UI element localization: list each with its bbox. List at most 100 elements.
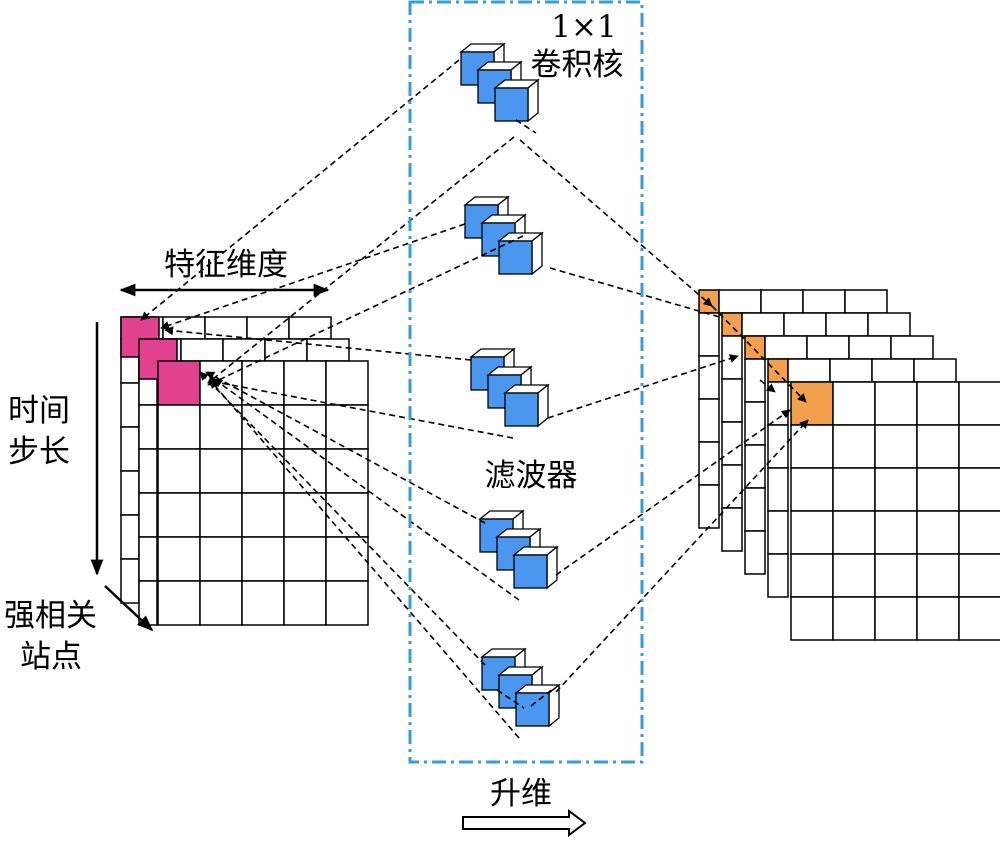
- output-cell: [744, 358, 766, 403]
- input-cell: [241, 360, 285, 406]
- output-cell: [721, 378, 743, 423]
- filter-kernel: [469, 347, 550, 428]
- output-cell: [744, 401, 766, 446]
- output-cell: [916, 553, 960, 598]
- output-cell: [767, 467, 789, 512]
- input-highlight-cell: [157, 360, 201, 406]
- input-layer-front: [157, 360, 369, 626]
- input-cell: [157, 536, 201, 582]
- filter-kernel: [480, 647, 561, 728]
- input-cell: [325, 360, 369, 406]
- filter-box: [408, 0, 644, 764]
- dashed-connection: [209, 379, 520, 739]
- input-cell: [157, 404, 201, 450]
- input-cell: [306, 338, 350, 362]
- dashed-connection: [555, 419, 809, 693]
- dashed-connection: [530, 687, 555, 707]
- input-cell: [199, 448, 243, 494]
- input-cell: [157, 448, 201, 494]
- kernel-cube: [494, 87, 529, 122]
- input-cell: [222, 338, 266, 362]
- output-cell: [874, 553, 918, 598]
- cube-side-face: [537, 383, 549, 428]
- output-cell: [698, 441, 720, 486]
- output-layer: [744, 335, 934, 575]
- output-cell: [721, 507, 743, 552]
- output-cell: [790, 596, 834, 641]
- output-cell: [744, 444, 766, 489]
- output-cell: [874, 467, 918, 512]
- dashed-connection: [199, 371, 486, 666]
- upscale-arrow: [462, 809, 587, 837]
- filter-label: 滤波器: [485, 458, 578, 494]
- input-cell: [138, 404, 158, 450]
- input-cell: [120, 514, 140, 560]
- input-cell: [199, 536, 243, 582]
- filter-kernel: [478, 509, 559, 590]
- input-cell: [241, 580, 285, 626]
- upscale-label: 升维: [490, 776, 552, 812]
- dashed-connection: [549, 267, 724, 319]
- input-cell: [120, 426, 140, 472]
- dashed-connection: [519, 139, 713, 307]
- dashed-connection: [515, 119, 537, 134]
- output-cell: [916, 424, 960, 469]
- output-cell: [721, 464, 743, 509]
- station-arrow: [104, 585, 154, 632]
- input-cell: [157, 580, 201, 626]
- dashed-connection: [207, 235, 524, 386]
- dashed-connection: [759, 379, 776, 393]
- output-cell: [790, 424, 834, 469]
- input-cell: [199, 492, 243, 538]
- output-cell: [958, 510, 1000, 555]
- feature-dim-label: 特征维度: [164, 247, 288, 283]
- output-cell: [825, 312, 869, 337]
- dashed-connection: [207, 136, 515, 384]
- input-cell: [120, 558, 140, 604]
- output-cell: [767, 553, 789, 598]
- kernel-cube: [504, 392, 539, 427]
- output-layer: [767, 358, 957, 598]
- dashed-connection: [205, 371, 486, 524]
- output-cell: [832, 553, 876, 598]
- input-cell: [199, 580, 243, 626]
- input-cell: [241, 448, 285, 494]
- input-cell: [241, 536, 285, 582]
- output-layer: [698, 289, 888, 529]
- input-cell: [162, 316, 206, 340]
- output-cell: [698, 398, 720, 443]
- output-layer: [790, 381, 1000, 641]
- dashed-connection: [209, 378, 514, 439]
- output-cell: [806, 335, 850, 360]
- output-cell: [958, 596, 1000, 641]
- input-cell: [157, 492, 201, 538]
- filter-kernel: [459, 42, 540, 123]
- filter-bank: [459, 42, 561, 728]
- output-cell: [802, 289, 846, 314]
- input-cell: [199, 404, 243, 450]
- dashed-connection: [213, 378, 520, 601]
- output-cell: [760, 289, 804, 314]
- input-cell: [138, 492, 158, 538]
- output-cell: [741, 312, 785, 337]
- station-label-line1: 强相关: [4, 598, 97, 634]
- output-cell: [958, 424, 1000, 469]
- input-cell: [325, 404, 369, 450]
- output-cell: [867, 312, 911, 337]
- cube-side-face: [531, 231, 543, 276]
- input-cell: [283, 580, 327, 626]
- dashed-connection: [547, 354, 739, 419]
- output-cell: [767, 424, 789, 469]
- output-layer: [721, 312, 911, 552]
- output-cell: [744, 530, 766, 575]
- output-cell: [916, 467, 960, 512]
- dashed-connection: [164, 326, 472, 361]
- output-cell: [698, 355, 720, 400]
- output-cell: [874, 424, 918, 469]
- input-cell: [204, 316, 248, 340]
- output-cell: [874, 596, 918, 641]
- output-cell: [832, 596, 876, 641]
- kernel-size-label: 1×1: [551, 9, 616, 45]
